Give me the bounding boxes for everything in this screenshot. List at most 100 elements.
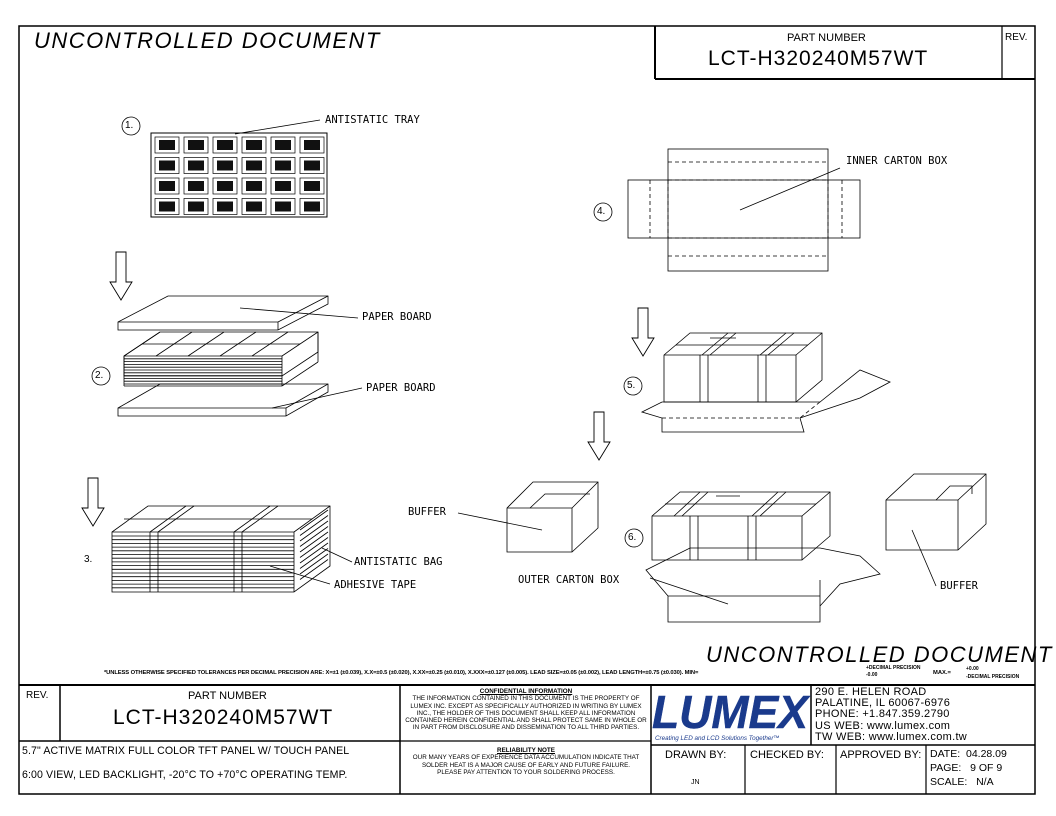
tray-pocket [241, 157, 267, 174]
tray-pocket [212, 157, 238, 174]
tolerance-min-bottom: -0.00 [866, 672, 878, 678]
confidential-line: THE INFORMATION CONTAINED IN THIS DOCUME… [412, 695, 640, 703]
tolerance-min-top: +DECIMAL PRECISION [866, 665, 921, 671]
tray-pocket [299, 136, 325, 154]
label-buffer-right: BUFFER [940, 580, 978, 592]
top-part-number: LCT-H320240M57WT [708, 47, 929, 70]
tray-pocket [183, 136, 209, 154]
step-5-number: 5. [627, 380, 636, 391]
tray-pocket [270, 177, 296, 195]
tolerance-max-top: +0.00 [966, 666, 979, 672]
tray-pocket-part [275, 140, 291, 150]
step-2-number: 2. [95, 370, 104, 381]
top-part-number-block [654, 26, 1035, 80]
stack-into-outer-carton [624, 491, 881, 623]
description-line-2: 6:00 VIEW, LED BACKLIGHT, -20°C TO +70°C… [22, 769, 348, 781]
uncontrolled-watermark-bottom: UNCONTROLLED DOCUMENT [706, 642, 1053, 667]
tray-stack-with-paper-boards [91, 295, 363, 417]
label-paper-board-bottom: PAPER BOARD [366, 382, 436, 394]
tray-pocket [270, 136, 296, 154]
tray-pocket [299, 157, 325, 174]
confidential-line: IN PART FROM DISCLOSURE AND DISSEMINATIO… [412, 724, 640, 732]
step-1-circle [121, 116, 141, 136]
tray-pocket-part [217, 201, 233, 212]
tray-pocket-part [188, 181, 204, 191]
title-part-number-label: PART NUMBER [188, 690, 267, 702]
confidential-line: LUMEX INC. EXCEPT AS SPECIFICALLY AUTHOR… [410, 702, 642, 710]
tray-pocket-part [275, 181, 291, 191]
address-line: TW WEB: www.lumex.com.tw [815, 730, 968, 743]
tray-pocket [154, 177, 180, 195]
tray-pocket-part [217, 160, 233, 171]
logo-tagline: Creating LED and LCD Solutions Together™ [655, 735, 780, 742]
tray-pocket-part [304, 201, 320, 212]
inner-carton-box-flat [593, 148, 861, 272]
top-rev-label: REV. [1005, 32, 1028, 43]
tray-pocket [154, 136, 180, 154]
reliability-line: PLEASE PAY ATTENTION TO YOUR SOLDERING P… [437, 768, 615, 776]
logo-wordmark: LUMEX [652, 686, 810, 738]
tray-pocket [241, 177, 267, 195]
address-line: US WEB: www.lumex.com [815, 719, 951, 732]
label-inner-carton-box: INNER CARTON BOX [846, 155, 948, 167]
step-1-number: 1. [125, 120, 134, 131]
uncontrolled-watermark-top: UNCONTROLLED DOCUMENT [34, 28, 381, 53]
bagged-taped-stack [111, 505, 353, 593]
title-rev-label: REV. [26, 690, 49, 701]
tray-pocket-part [246, 140, 262, 150]
reliability-line: SOLDER HEAT IS A MAJOR CAUSE OF EARLY AN… [421, 761, 631, 769]
tolerance-max-label: MAX.= [933, 670, 951, 676]
company-address: 290 E. HELEN ROAD PALATINE, IL 60067-697… [815, 686, 968, 743]
buffer-left [457, 481, 599, 553]
tray-pocket-part [217, 181, 233, 191]
tray-pocket-part [188, 140, 204, 150]
tray-pocket-part [188, 160, 204, 171]
title-block-frame [19, 684, 1035, 794]
reliability-title: RELIABILITY NOTE [497, 747, 555, 754]
tray-pocket-part [275, 201, 291, 212]
address-line: PHONE: +1.847.359.2790 [815, 708, 950, 721]
tray-pocket-part [217, 140, 233, 150]
down-arrow-2 [81, 477, 105, 527]
description-line-1: 5.7" ACTIVE MATRIX FULL COLOR TFT PANEL … [22, 745, 350, 757]
approved-by-label: APPROVED BY: [840, 749, 922, 761]
label-paper-board-top: PAPER BOARD [362, 311, 432, 323]
tray-pocket [183, 177, 209, 195]
top-part-number-label: PART NUMBER [787, 32, 866, 44]
confidential-line: CONTAINED HEREIN CONFIDENTIAL AND SHALL … [405, 717, 647, 725]
lumex-logo: LUMEX Creating LED and LCD Solutions Tog… [652, 686, 811, 742]
label-outer-carton-box: OUTER CARTON BOX [518, 574, 620, 586]
tray-pocket-part [159, 181, 175, 191]
tray-pocket-part [304, 160, 320, 171]
confidential-note: CONFIDENTIAL INFORMATION THE INFORMATION… [401, 688, 651, 732]
label-antistatic-bag: ANTISTATIC BAG [354, 556, 443, 568]
tray-pocket [212, 136, 238, 154]
tray-pocket-part [159, 140, 175, 150]
tray-pocket-part [159, 201, 175, 212]
page-field: PAGE: 9 OF 9 [930, 762, 1003, 774]
tray-pocket [154, 157, 180, 174]
title-part-number: LCT-H320240M57WT [113, 706, 334, 729]
down-arrow-5 [587, 411, 611, 461]
tray-pocket-part [275, 160, 291, 171]
label-antistatic-tray: ANTISTATIC TRAY [325, 114, 420, 126]
reliability-line: OUR MANY YEARS OF EXPERIENCE DATA ACCUMU… [412, 754, 640, 762]
antistatic-tray [121, 116, 328, 218]
label-buffer-left: BUFFER [408, 506, 446, 518]
confidential-title: CONFIDENTIAL INFORMATION [479, 688, 573, 695]
date-field: DATE: 04.28.09 [930, 748, 1007, 760]
tray-pocket-part [246, 181, 262, 191]
buffer-right [885, 473, 987, 587]
stack-into-inner-carton [623, 332, 891, 433]
address-line: PALATINE, IL 60067-6976 [815, 697, 951, 710]
tray-pocket [299, 198, 325, 215]
tray-pocket [299, 177, 325, 195]
drawn-by-label: DRAWN BY: [665, 749, 727, 761]
reliability-note: RELIABILITY NOTE OUR MANY YEARS OF EXPER… [401, 747, 651, 776]
tolerance-note: *UNLESS OTHERWISE SPECIFIED TOLERANCES P… [104, 670, 699, 676]
step-4-number: 4. [597, 206, 606, 217]
tray-pocket [270, 157, 296, 174]
down-arrow-4 [631, 307, 655, 357]
address-line: 290 E. HELEN ROAD [815, 686, 927, 698]
